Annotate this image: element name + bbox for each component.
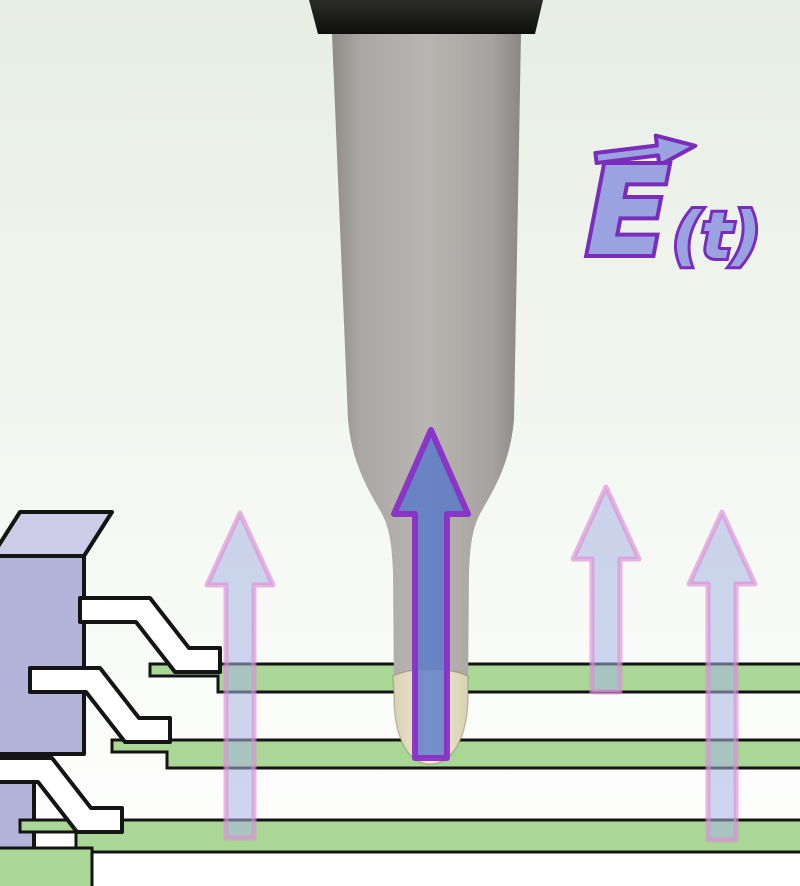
e-field-arrows <box>204 484 758 843</box>
e-field-arrow-right <box>686 509 758 843</box>
chip-lead-bottom <box>0 756 124 834</box>
signal-trace-top <box>148 662 800 694</box>
e-field-time-label: (t) <box>672 200 761 274</box>
signal-trace-bottom <box>18 818 800 854</box>
probe-field-arrow <box>391 427 471 761</box>
signal-trace-corner <box>0 846 94 886</box>
chip-package-front-face <box>0 554 86 756</box>
probe-cap <box>309 0 543 34</box>
vector-arrow-icon <box>593 133 698 168</box>
e-field-arrow-left <box>204 510 276 841</box>
e-field-label-group: E (t) <box>582 133 764 287</box>
e-field-arrow-middle <box>570 484 642 695</box>
probe-body <box>332 34 521 764</box>
signal-trace-middle <box>110 738 800 770</box>
transmission-lines <box>0 662 800 886</box>
e-field-label: E <box>586 141 669 283</box>
chip-lead-top <box>78 596 222 674</box>
chip-lead-middle <box>28 666 172 744</box>
chip-leads <box>0 596 222 834</box>
